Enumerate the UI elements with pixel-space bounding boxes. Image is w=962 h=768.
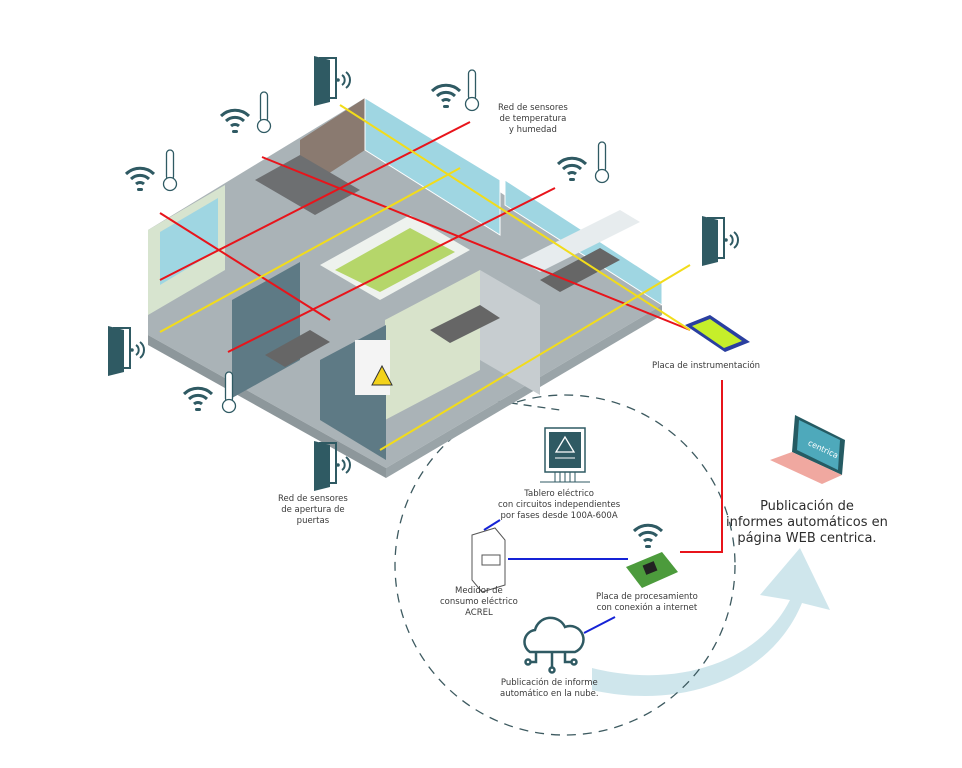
label-line: ACREL bbox=[465, 608, 493, 618]
label-line: Red de sensores bbox=[278, 494, 348, 504]
temp-sensors-label: Red de sensores de temperatura y humedad bbox=[498, 103, 568, 136]
door-sensors-label: Red de sensores de apertura de puertas bbox=[278, 494, 348, 527]
door-sensor-icon bbox=[313, 55, 351, 107]
label-line: de temperatura bbox=[499, 114, 567, 124]
door-sensor-icon bbox=[107, 325, 145, 377]
wifi-icon bbox=[124, 166, 156, 193]
label-line: Placa de procesamiento bbox=[596, 592, 698, 602]
label-line: Medidor de bbox=[455, 586, 503, 596]
label-line: por fases desde 100A-600A bbox=[500, 511, 618, 521]
meter-label: Medidor de consumo eléctrico ACREL bbox=[440, 586, 518, 619]
label-line: informes automáticos en bbox=[726, 515, 888, 530]
panel-label: Tablero eléctrico con circuitos independ… bbox=[498, 489, 620, 522]
door-sensor-icon bbox=[701, 215, 739, 267]
processing-board-icon bbox=[626, 523, 678, 588]
energy-meter-icon bbox=[471, 527, 506, 593]
wifi-icon bbox=[182, 386, 214, 413]
thermometer-icon bbox=[594, 141, 610, 184]
label-line: Publicación de bbox=[760, 499, 854, 514]
label-line: de apertura de bbox=[281, 505, 345, 515]
label-line: Red de sensores bbox=[498, 103, 568, 113]
thermometer-icon bbox=[256, 91, 272, 134]
label-line: con conexión a internet bbox=[596, 603, 698, 613]
instrumentation-board-icon bbox=[685, 315, 750, 352]
label-line: y humedad bbox=[508, 125, 557, 135]
thermometer-icon bbox=[162, 149, 178, 192]
label-line: consumo eléctrico bbox=[440, 597, 518, 607]
wifi-icon bbox=[219, 108, 251, 135]
system-boundary-circle bbox=[394, 394, 736, 736]
instrumentation-label: Placa de instrumentación bbox=[652, 361, 761, 371]
cloud-label: Publicación de informe automático en la … bbox=[500, 678, 599, 700]
label-line: con circuitos independientes bbox=[498, 500, 621, 510]
wifi-icon bbox=[430, 83, 462, 110]
web-label: Publicación de informes automáticos en p… bbox=[726, 499, 888, 547]
label-line: Publicación de informe bbox=[500, 678, 598, 688]
thermometer-icon bbox=[464, 69, 480, 112]
processing-label: Placa de procesamiento con conexión a in… bbox=[596, 592, 698, 614]
label-line: puertas bbox=[296, 516, 330, 526]
label-line: página WEB centrica. bbox=[737, 531, 877, 546]
sensor-wiring bbox=[159, 104, 723, 634]
label-line: automático en la nube. bbox=[500, 689, 599, 699]
electrical-panel-icon bbox=[540, 427, 590, 483]
warning-icon bbox=[371, 364, 393, 386]
office-building bbox=[148, 97, 663, 478]
label-line: Tablero eléctrico bbox=[524, 489, 594, 499]
wifi-icon bbox=[556, 156, 588, 183]
publish-arrow bbox=[592, 548, 830, 697]
laptop-icon: centrica bbox=[770, 415, 845, 484]
cloud-icon bbox=[523, 616, 585, 674]
